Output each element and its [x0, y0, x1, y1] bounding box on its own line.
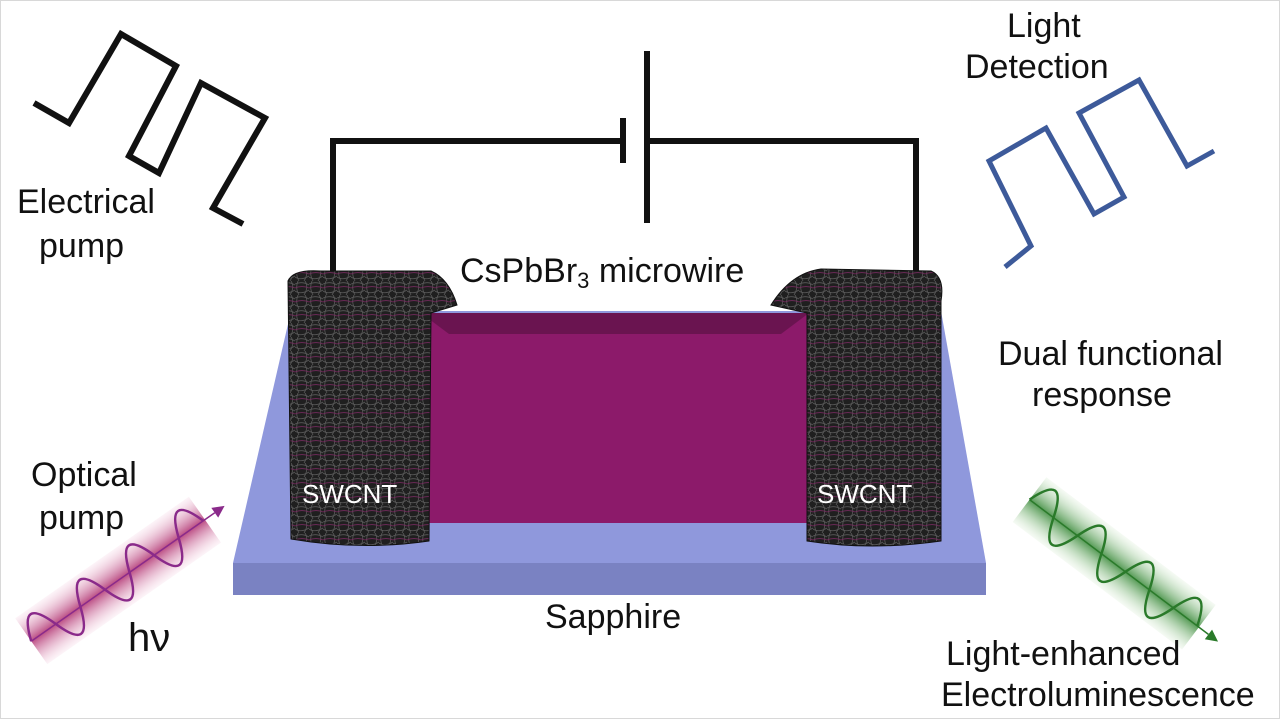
sapphire-label: Sapphire [545, 598, 682, 636]
microwire-label-formula: CsPbBr [460, 252, 578, 290]
microwire-label-subscript: 3 [577, 268, 590, 293]
swcnt-electrode-right [770, 268, 943, 547]
microwire-label-suffix: microwire [589, 252, 745, 290]
electroluminescence-label-line1: Light-enhanced [946, 635, 1181, 673]
swcnt-left-label: SWCNT [302, 479, 398, 509]
optical-pump-label-line2: pump [39, 499, 125, 537]
electroluminescence-beam [1012, 477, 1219, 650]
electrical-pump-label-line2: pump [39, 227, 125, 265]
photon-energy-label: hν [128, 616, 171, 660]
microwire-label: CsPbBr3 microwire [460, 251, 744, 301]
electroluminescence-label-line2: Electroluminescence [941, 676, 1255, 714]
dual-response-label-line2: response [1032, 376, 1172, 414]
battery-circuit [330, 51, 919, 273]
swcnt-electrode-left [287, 270, 458, 547]
microwire [421, 313, 809, 523]
optical-pump-label-line1: Optical [31, 456, 137, 494]
dual-response-label-line1: Dual functional [998, 335, 1223, 373]
optical-pump-beam [15, 496, 225, 665]
electrical-signal-icon [32, 29, 270, 227]
detection-signal-icon [985, 76, 1216, 269]
light-detection-label-line2: Detection [965, 48, 1109, 86]
electrical-pump-label-line1: Electrical [17, 183, 155, 221]
light-detection-label-line1: Light [1007, 7, 1081, 45]
swcnt-right-label: SWCNT [817, 479, 913, 509]
